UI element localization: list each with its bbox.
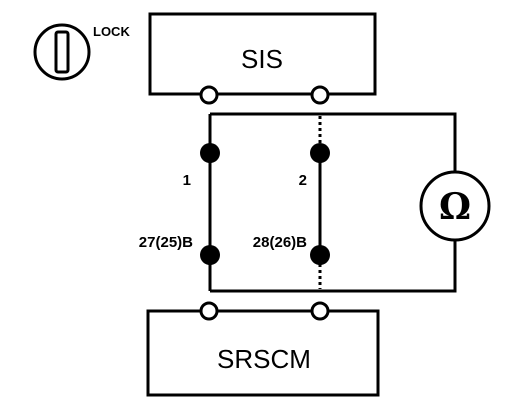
sis-unit-box (148, 12, 377, 96)
terminal-27-dot (200, 245, 220, 265)
pin-label-2: 2 (299, 172, 307, 189)
terminal-1-dot (200, 143, 220, 163)
terminal-2-dot (310, 143, 330, 163)
pin-label-28-26b: 28(26)B (253, 234, 307, 251)
srscm-unit-box (146, 309, 380, 397)
srscm-pin-right (310, 301, 330, 321)
ohm-symbol: Ω (439, 186, 471, 228)
sis-pin-left (199, 85, 219, 105)
ignition-key-icon (33, 23, 91, 81)
pin-label-1: 1 (183, 172, 191, 189)
ohmmeter-icon: Ω (419, 170, 491, 242)
circuit-wires (208, 112, 457, 293)
srscm-pin-left (199, 301, 219, 321)
pin-label-27-25b: 27(25)B (139, 234, 193, 251)
sis-label: SIS (241, 44, 283, 74)
lock-label: LOCK (93, 24, 130, 39)
sis-pin-right (310, 85, 330, 105)
terminal-28-dot (310, 245, 330, 265)
srscm-label: SRSCM (217, 344, 311, 374)
